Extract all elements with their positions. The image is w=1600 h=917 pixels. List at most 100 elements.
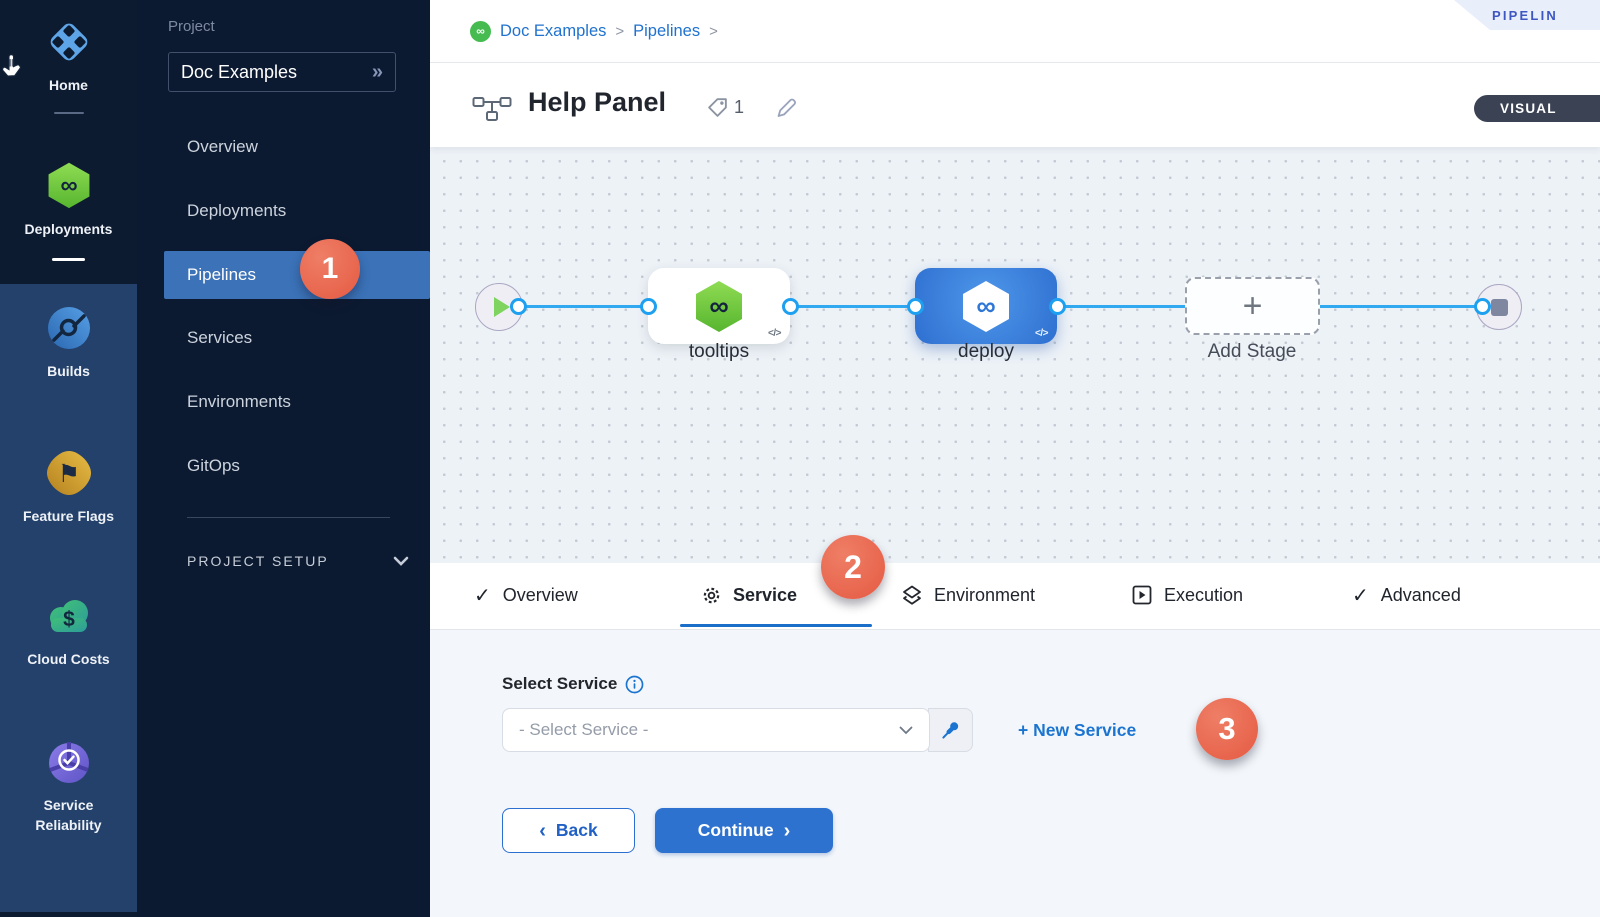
sidebar-item-services[interactable]: Services xyxy=(187,328,253,347)
deployments-icon: ∞ xyxy=(48,162,89,209)
breadcrumb-pipelines-link[interactable]: Pipelines xyxy=(633,21,701,40)
annotation-badge-1: 1 xyxy=(300,239,360,299)
svg-text:∞: ∞ xyxy=(709,291,728,321)
stage-label-deploy: deploy xyxy=(958,341,1014,362)
chevron-down-icon xyxy=(393,556,408,566)
check-icon: ✓ xyxy=(1352,584,1369,607)
rail-divider xyxy=(54,112,84,114)
top-bar: ∞ Doc Examples > Pipelines > PIPELIN xyxy=(430,0,1600,62)
cloud-costs-icon: $ xyxy=(49,600,88,632)
select-service-label: Select Service xyxy=(502,674,618,693)
module-item-cloud-costs[interactable]: $ Cloud Costs xyxy=(0,596,137,669)
pipeline-studio-badge: PIPELIN xyxy=(1454,0,1600,30)
module-rail: Home ∞ Deployments Builds ⚑ Feature xyxy=(0,0,137,917)
svg-text:$: $ xyxy=(63,608,75,631)
harness-stage-icon: ∞ xyxy=(696,281,742,332)
breadcrumb-separator: > xyxy=(709,22,718,40)
hand-cursor xyxy=(1,54,22,77)
back-button[interactable]: ‹ Back xyxy=(502,808,635,853)
main-area: ∞ Doc Examples > Pipelines > PIPELIN Hel… xyxy=(430,0,1600,917)
project-selector[interactable]: Doc Examples » xyxy=(168,52,396,92)
service-reliability-icon xyxy=(48,742,89,783)
connector-line xyxy=(1320,305,1483,308)
play-icon xyxy=(493,297,510,317)
module-label-cloud-costs: Cloud Costs xyxy=(27,651,110,667)
harness-stage-icon: ∞ xyxy=(963,281,1009,332)
stage-node-deploy[interactable]: ∞ </> xyxy=(915,268,1057,344)
rail-active-divider xyxy=(52,258,85,261)
module-item-deployments[interactable]: ∞ Deployments xyxy=(0,160,137,239)
pipeline-canvas[interactable]: ∞ </> tooltips ∞ </> deploy + Add Stage xyxy=(430,147,1600,563)
sidebar-item-environments[interactable]: Environments xyxy=(187,392,291,411)
active-tab-indicator xyxy=(680,624,872,627)
select-service-dropdown[interactable]: - Select Service - xyxy=(502,708,930,752)
visual-yaml-toggle[interactable]: VISUAL xyxy=(1474,95,1600,122)
tab-service[interactable]: Service xyxy=(702,563,797,627)
service-tab-content: Select Service - Select Service - xyxy=(430,630,1600,917)
connector-port[interactable] xyxy=(1049,298,1066,315)
module-label-home: Home xyxy=(49,77,88,93)
feature-flags-icon: ⚑ xyxy=(46,451,91,495)
svg-text:∞: ∞ xyxy=(60,172,77,199)
tab-environment[interactable]: Environment xyxy=(902,563,1035,627)
connector-port[interactable] xyxy=(510,298,527,315)
tag-count: 1 xyxy=(734,97,745,117)
add-stage-label: Add Stage xyxy=(1207,341,1297,362)
info-icon[interactable] xyxy=(625,675,644,694)
svg-text:∞: ∞ xyxy=(976,291,995,321)
gear-icon xyxy=(703,587,720,603)
double-chevron-icon[interactable]: » xyxy=(371,60,383,83)
plus-icon: + xyxy=(1242,286,1263,325)
breadcrumb-project-link[interactable]: Doc Examples xyxy=(500,21,607,40)
sidebar-item-deployments[interactable]: Deployments xyxy=(187,201,287,220)
environment-layers-icon xyxy=(903,585,921,605)
connector-port[interactable] xyxy=(782,298,799,315)
connector-port[interactable] xyxy=(1474,298,1491,315)
stage-node-tooltips[interactable]: ∞ </> xyxy=(648,268,790,344)
builds-icon xyxy=(47,307,90,349)
module-item-feature-flags[interactable]: ⚑ Feature Flags xyxy=(0,449,137,526)
pin-service-button[interactable] xyxy=(928,708,973,752)
project-setup-toggle[interactable]: PROJECT SETUP xyxy=(187,553,409,569)
svg-text:⚑: ⚑ xyxy=(57,460,79,488)
select-service-label-row: Select Service xyxy=(502,674,644,694)
tags-button[interactable]: 1 xyxy=(706,96,744,119)
module-label-deployments: Deployments xyxy=(24,221,113,237)
project-sidebar: Project Doc Examples » Overview Deployme… xyxy=(137,0,430,917)
sidebar-item-pipelines[interactable]: Pipelines xyxy=(164,251,430,299)
connector-port[interactable] xyxy=(907,298,924,315)
tab-advanced[interactable]: ✓ Advanced xyxy=(1352,584,1461,607)
code-icon: </> xyxy=(1035,328,1048,339)
new-service-link[interactable]: + New Service xyxy=(1018,719,1137,740)
title-bar: Help Panel 1 VISUAL xyxy=(430,62,1600,147)
module-item-home[interactable]: Home xyxy=(0,18,137,95)
module-item-service-reliability[interactable]: Service Reliability xyxy=(0,740,137,836)
add-stage-button[interactable]: + xyxy=(1185,277,1320,335)
module-label-builds: Builds xyxy=(47,363,90,379)
harness-project-icon: ∞ xyxy=(470,20,491,42)
annotation-badge-2: 2 xyxy=(821,535,885,599)
connector-line xyxy=(798,305,916,308)
module-item-builds[interactable]: Builds xyxy=(0,304,137,381)
connector-line xyxy=(1065,305,1186,308)
continue-button[interactable]: Continue › xyxy=(655,808,833,853)
stage-label-tooltips: tooltips xyxy=(688,341,750,362)
breadcrumb-separator: > xyxy=(615,22,625,40)
module-label-feature-flags: Feature Flags xyxy=(22,508,115,524)
tab-execution[interactable]: Execution xyxy=(1132,563,1243,627)
sidebar-item-overview[interactable]: Overview xyxy=(187,137,258,156)
dropdown-value: - Select Service - xyxy=(519,720,649,739)
module-label-service-reliability: Service Reliability xyxy=(35,797,102,834)
connector-port[interactable] xyxy=(640,298,657,315)
check-icon: ✓ xyxy=(474,584,491,607)
sidebar-item-gitops[interactable]: GitOps xyxy=(187,456,240,475)
tab-overview[interactable]: ✓ Overview xyxy=(474,584,578,607)
stop-icon xyxy=(1490,298,1508,316)
pipeline-icon xyxy=(472,97,512,121)
connector-line xyxy=(523,305,649,308)
tag-icon xyxy=(708,98,727,117)
page-title: Help Panel xyxy=(528,87,667,117)
edit-pencil-icon[interactable] xyxy=(774,95,799,120)
stage-tabs-bar: ✓ Overview Service Environment Execution xyxy=(430,563,1600,630)
home-icon xyxy=(50,23,87,61)
